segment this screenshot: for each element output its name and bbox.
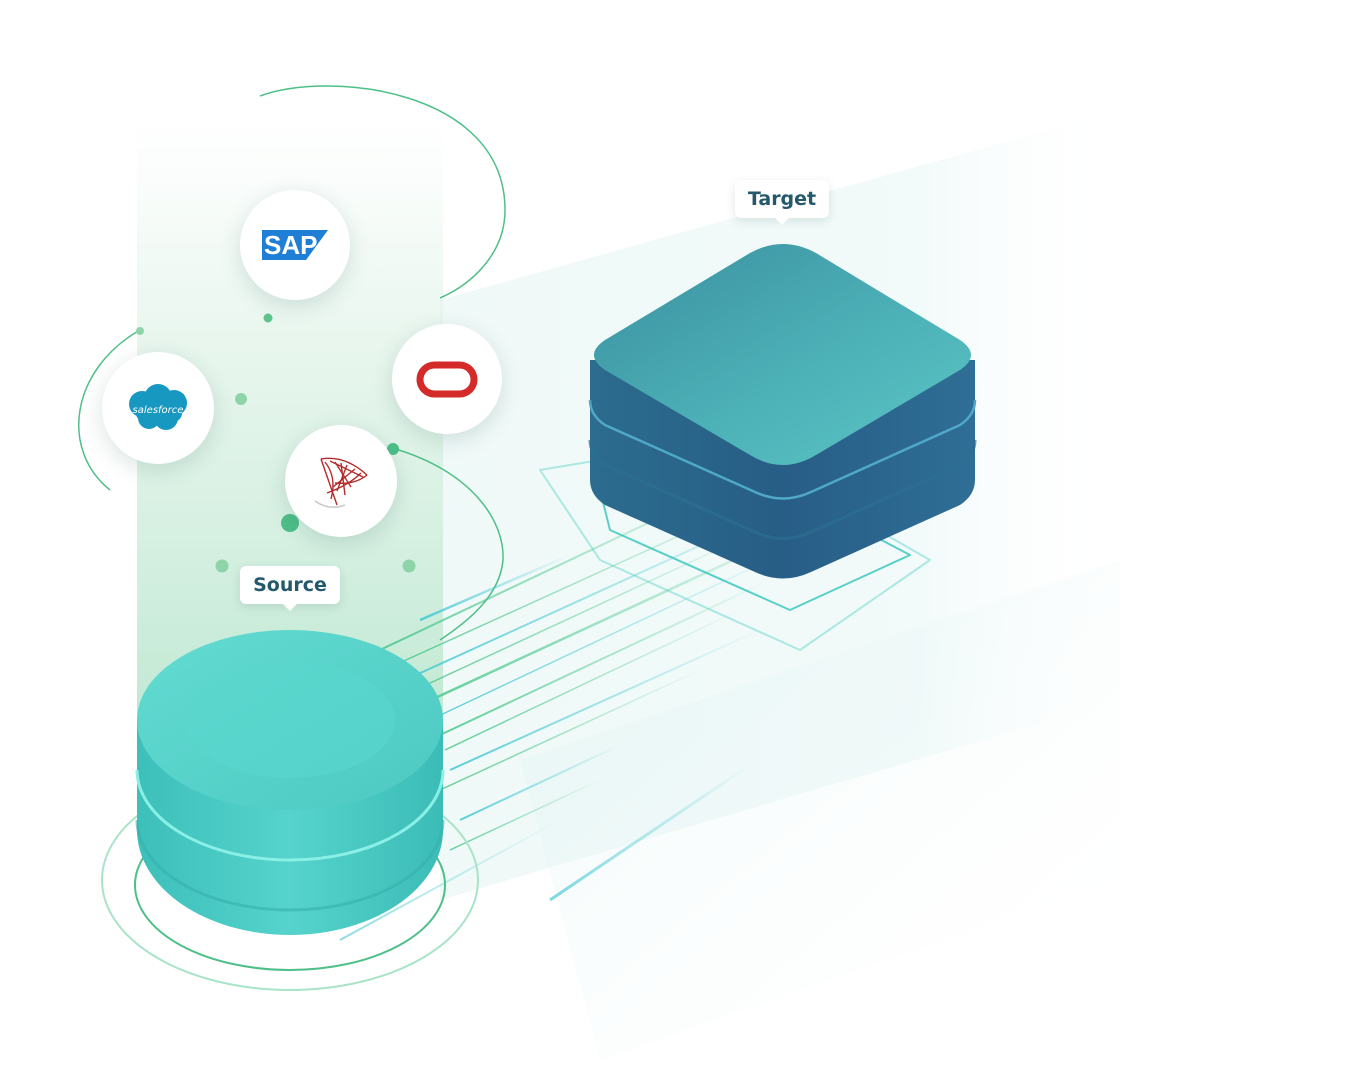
orbit-dot (263, 313, 273, 323)
salesforce-icon: salesforce (129, 384, 187, 430)
salesforce-text: salesforce (133, 405, 184, 416)
orbit-line-right (391, 447, 504, 641)
data-stream (339, 469, 821, 941)
floor-plane-lower (520, 560, 1120, 1060)
orbit-dot (235, 393, 247, 405)
orbit-dot (402, 559, 416, 573)
target-label: Target (735, 180, 829, 225)
target-database (588, 244, 977, 579)
sap-text: SAP (264, 230, 317, 260)
sap-logo-badge: SAP (240, 190, 350, 300)
orbit-dot (136, 327, 144, 335)
source-database (135, 630, 445, 935)
orbit-dot (281, 514, 299, 532)
orbit-line-left (78, 329, 141, 491)
sqlserver-logo-badge (285, 425, 397, 537)
orbit-dot (387, 443, 399, 455)
orbit-line-top (259, 85, 506, 299)
salesforce-logo-badge: salesforce (102, 352, 214, 464)
oracle-logo-badge (392, 324, 502, 434)
oracle-icon (416, 361, 478, 398)
source-label: Source (240, 566, 340, 611)
sql-server-icon (314, 457, 368, 508)
sap-icon: SAP (262, 230, 328, 260)
orbit-dot (215, 559, 229, 573)
